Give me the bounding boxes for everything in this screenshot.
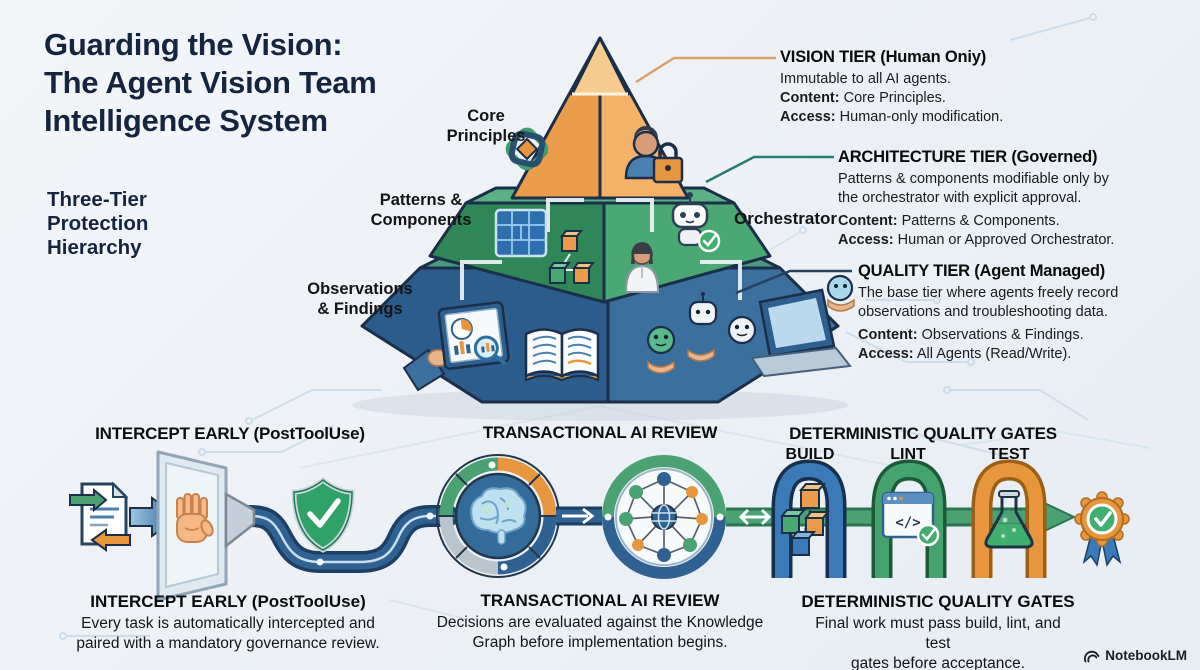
- architecture-tier-access: Access: Human or Approved Orchestrator.: [838, 232, 1115, 248]
- architecture-tier-desc: Patterns & components modifiable only by…: [838, 171, 1109, 206]
- task-document-icon: [69, 481, 131, 552]
- vision-tier-content: Content: Core Principles.: [780, 90, 946, 106]
- outbound-arrow-icon: [90, 528, 131, 552]
- pyramid-shadow: [352, 389, 848, 421]
- acceptance-arrow-icon: [1039, 499, 1077, 535]
- lint-code-window-icon: </>: [881, 491, 940, 547]
- acceptance-badge-icon: [1074, 491, 1130, 567]
- caption-intercept-title: INTERCEPT EARLY (PostToolUse): [90, 592, 366, 611]
- quality-tier-shape: [360, 250, 840, 404]
- brain-glyph: [470, 487, 527, 545]
- inbound-arrow-icon: [69, 487, 108, 513]
- quality-tier-content: Content: Observations & Findings.: [858, 327, 1084, 343]
- architect-person-icon: [624, 242, 660, 293]
- caption-review: TRANSACTIONAL AI REVIEW Decisions are ev…: [437, 591, 764, 653]
- build-cubes-icon: [779, 483, 831, 556]
- caption-intercept-body: Every task is automatically intercepted …: [76, 615, 380, 652]
- robot-icon: [671, 192, 721, 253]
- interception-panel: [156, 450, 228, 602]
- knowledge-graph-icon: [602, 455, 726, 579]
- core-principles-label: Core Principles: [446, 107, 526, 145]
- architecture-tier-callout: ARCHITECTURE TIER (Governed) Patterns & …: [838, 148, 1183, 250]
- quality-tier-desc: The base tier where agents freely record…: [858, 285, 1119, 320]
- human-lock-icon: [624, 126, 684, 184]
- gate-label-lint: LINT: [890, 446, 926, 463]
- orchestrator-label: Orchestrator: [734, 209, 837, 228]
- vision-tier-callout: VISION TIER (Human Oniy) Immutable to al…: [780, 48, 1125, 127]
- governance-pipe: [239, 505, 459, 573]
- quality-tier-title: QUALITY TIER (Agent Managed): [858, 262, 1106, 280]
- architecture-tier-title: ARCHITECTURE TIER (Governed): [838, 148, 1098, 166]
- stage-header-review: TRANSACTIONAL AI REVIEW: [482, 423, 718, 442]
- gate-label-build: BUILD: [785, 446, 835, 463]
- build-gate-arch: [771, 459, 847, 578]
- hierarchy-subtitle: Three-Tier Protection Hierarchy: [47, 188, 149, 259]
- stage-header-intercept: INTERCEPT EARLY (PostToolUse): [95, 424, 365, 443]
- observations-findings-label: Observations & Findings: [307, 280, 413, 318]
- lint-gate-arch: [871, 459, 947, 578]
- caption-gates-title: DETERMINISTIC QUALITY GATES: [801, 592, 1075, 611]
- open-book-icon: [524, 328, 600, 382]
- agent-robots-icon: [646, 274, 855, 374]
- page-title: Guarding the Vision: The Agent Vision Te…: [44, 27, 377, 138]
- vision-tier-access: Access: Human-only modification.: [780, 109, 1004, 125]
- intercept-arrow-icon: [129, 496, 180, 538]
- watermark-text: NotebookLM: [1105, 648, 1187, 663]
- blueprint-icon: [494, 208, 548, 258]
- patterns-components-label: Patterns & Components: [370, 191, 472, 229]
- vision-callout-connector: [635, 56, 776, 84]
- code-glyph: </>: [895, 515, 920, 531]
- notebooklm-logo-icon: [1084, 650, 1100, 662]
- caption-intercept: INTERCEPT EARLY (PostToolUse) Every task…: [76, 592, 379, 654]
- ai-review-brain-icon: [436, 454, 560, 578]
- quality-callout-connector: [735, 269, 852, 295]
- caption-gates-body: Final work must pass build, lint, and te…: [815, 615, 1061, 670]
- vision-tier-title: VISION TIER (Human Oniy): [780, 48, 987, 66]
- caption-gates: DETERMINISTIC QUALITY GATES Final work m…: [801, 592, 1074, 670]
- funnel-icon: [224, 491, 256, 549]
- bidirectional-arrow-icon: [738, 508, 772, 526]
- caption-review-title: TRANSACTIONAL AI REVIEW: [480, 591, 720, 610]
- test-gate-arch: [971, 459, 1047, 578]
- governance-shield-icon: [291, 476, 355, 553]
- caption-review-body: Decisions are evaluated against the Know…: [436, 614, 764, 651]
- review-flow-arrow: [556, 506, 602, 526]
- stop-hand-icon: [176, 493, 214, 543]
- cubes-icon: [547, 230, 596, 284]
- architecture-tier-content: Content: Patterns & Components.: [838, 213, 1060, 229]
- vision-tier-desc: Immutable to all AI agents.: [780, 71, 951, 87]
- gates-band: [726, 499, 1077, 535]
- quality-tier-access: Access: All Agents (Read/Write).: [858, 346, 1072, 362]
- stage-header-gates: DETERMINISTIC QUALITY GATES: [789, 424, 1057, 443]
- test-flask-icon: [984, 490, 1034, 549]
- gate-label-test: TEST: [988, 446, 1030, 463]
- architecture-callout-connector: [705, 155, 834, 184]
- laptop-icon: [750, 288, 852, 378]
- quality-tier-callout: QUALITY TIER (Agent Managed) The base ti…: [858, 262, 1200, 364]
- tier-connector-brackets: [460, 198, 742, 300]
- notebooklm-watermark: NotebookLM: [1084, 648, 1187, 663]
